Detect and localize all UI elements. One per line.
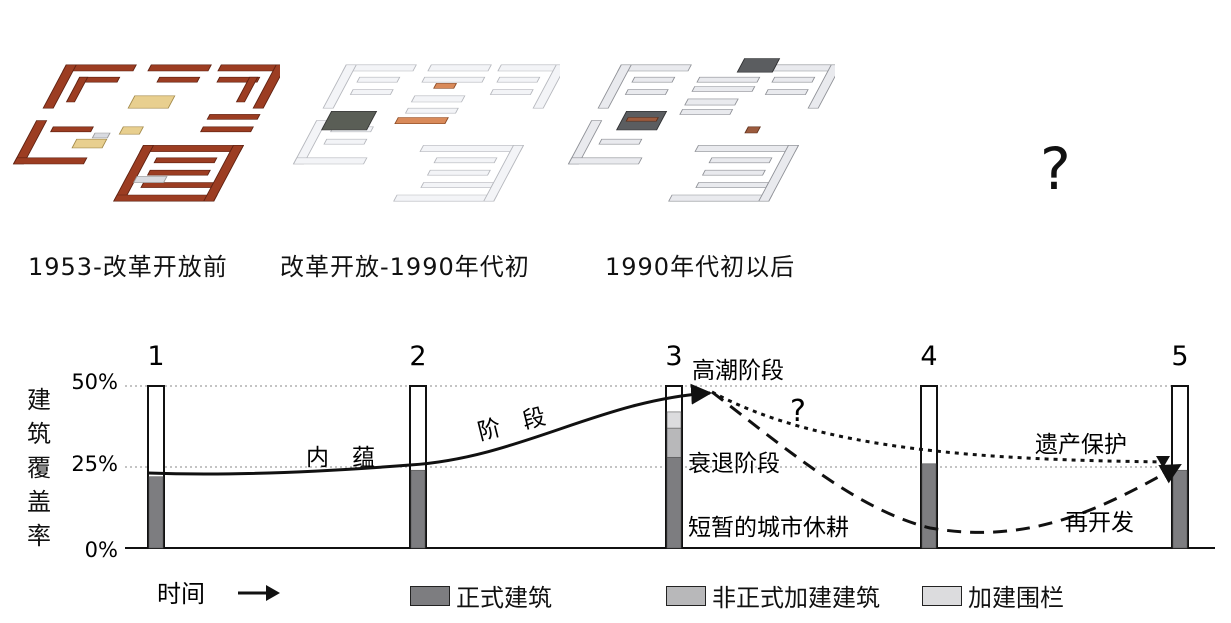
legend-label-fence: 加建围栏 bbox=[968, 584, 1064, 612]
stage-number-3: 3 bbox=[665, 341, 682, 372]
y-tick-0: 0% bbox=[85, 538, 118, 562]
legend-label-formal: 正式建筑 bbox=[456, 584, 552, 612]
stage-bar-3-segment-0 bbox=[666, 456, 682, 549]
legend-swatch-fence bbox=[922, 585, 962, 606]
label-fallow: 短暂的城市休耕 bbox=[688, 515, 849, 541]
stage-bar-2-segment-0 bbox=[410, 469, 426, 549]
period-thumbnail-reform bbox=[292, 64, 560, 202]
period-label-1990s: 1990年代初以后 bbox=[605, 253, 796, 281]
period-thumbnail-1953 bbox=[12, 64, 280, 202]
legend-label-informal: 非正式加建建筑 bbox=[712, 584, 880, 612]
stage-bar-4-segment-0 bbox=[921, 463, 937, 549]
label-redevelop: 再开发 bbox=[1065, 510, 1134, 536]
period-label-reform: 改革开放-1990年代初 bbox=[280, 253, 530, 281]
period-thumbnail-1990s bbox=[567, 58, 835, 202]
stage-bar-3-segment-1 bbox=[666, 427, 682, 458]
label-peak: 高潮阶段 bbox=[692, 358, 784, 384]
heritage-path bbox=[711, 390, 1171, 464]
stage-number-4: 4 bbox=[920, 341, 937, 372]
time-label: 时间 bbox=[157, 580, 205, 608]
decline-path bbox=[711, 390, 1182, 534]
y-axis-label: 建筑覆盖率 bbox=[27, 386, 51, 550]
y-tick-50: 50% bbox=[71, 370, 118, 394]
legend-swatch-informal bbox=[666, 585, 706, 606]
legend-item-informal: 非正式加建建筑 bbox=[666, 578, 880, 613]
stage-bar-5-segment-0 bbox=[1172, 469, 1188, 549]
future-unknown-marker: ? bbox=[1040, 135, 1071, 203]
label-heritage: 遗产保护 bbox=[1035, 432, 1127, 458]
label-question: ? bbox=[790, 394, 806, 429]
period-label-1953: 1953-改革开放前 bbox=[28, 253, 228, 281]
stage-number-5: 5 bbox=[1171, 341, 1188, 372]
legend-item-formal: 正式建筑 bbox=[410, 578, 552, 613]
growth-curve bbox=[147, 383, 713, 476]
label-phase-1: 内 蕴 bbox=[306, 445, 375, 471]
stage-bar-1-segment-0 bbox=[148, 476, 164, 549]
label-phase-2: 阶 段 bbox=[475, 404, 548, 446]
time-arrow-head bbox=[266, 585, 280, 601]
label-decline: 衰退阶段 bbox=[688, 451, 780, 477]
stage-number-1: 1 bbox=[147, 341, 164, 372]
y-tick-25: 25% bbox=[71, 452, 118, 476]
legend-swatch-formal bbox=[410, 585, 450, 606]
heritage-arrow-head bbox=[1156, 456, 1170, 468]
legend-item-fence: 加建围栏 bbox=[922, 578, 1064, 613]
stage-bar-3-segment-2 bbox=[666, 411, 682, 429]
stage-number-2: 2 bbox=[409, 341, 426, 372]
